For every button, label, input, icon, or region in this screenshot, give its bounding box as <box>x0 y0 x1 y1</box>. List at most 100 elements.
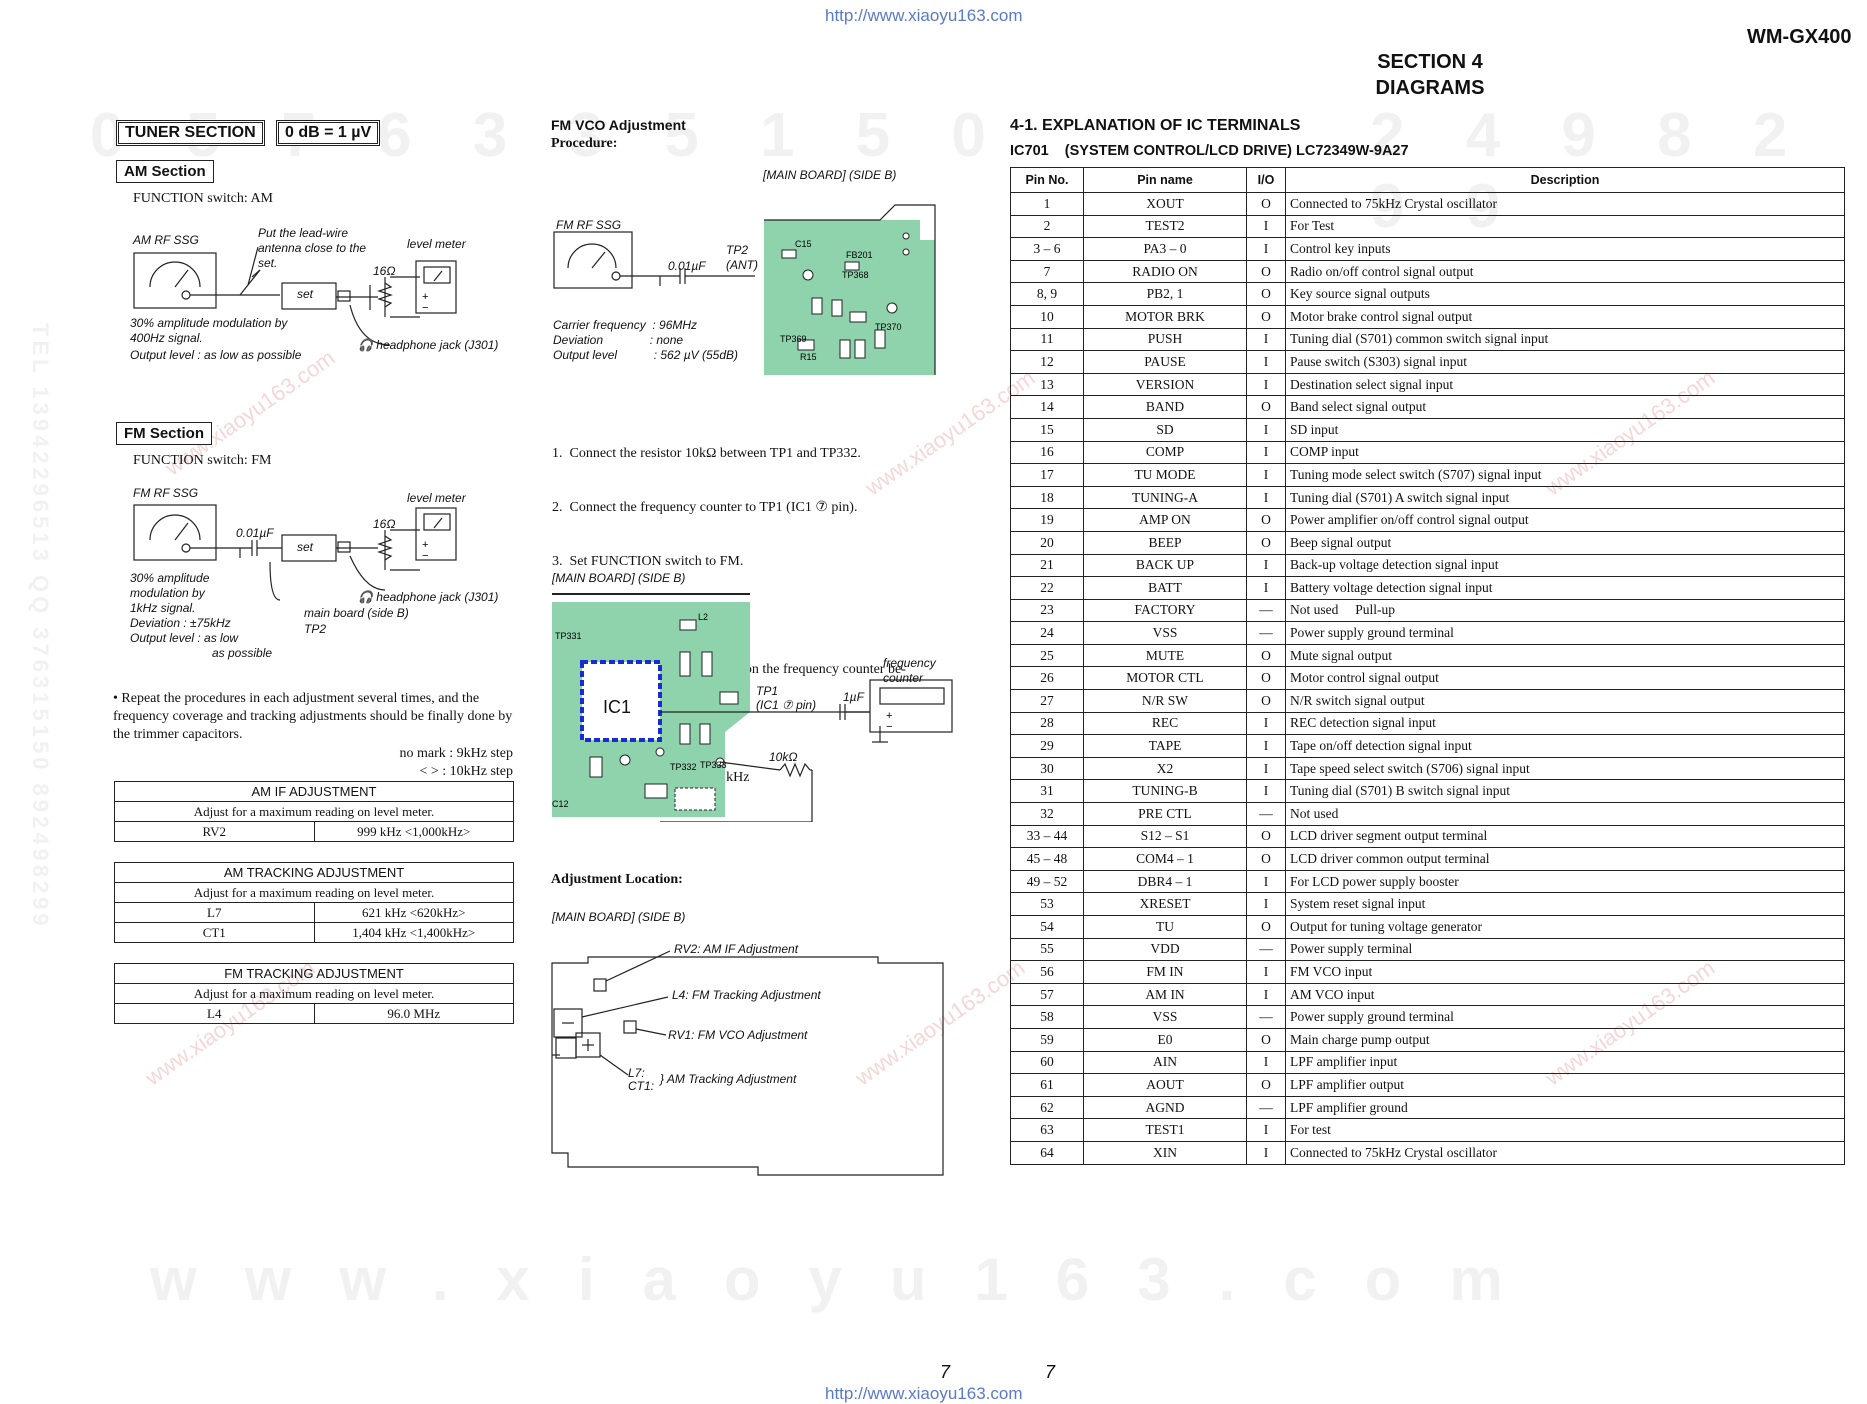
cap-1u-label: 1µF <box>843 690 864 704</box>
vco-ssg-label: FM RF SSG <box>556 218 622 232</box>
table-cell: L7 <box>114 902 315 923</box>
io-cell: I <box>1246 417 1286 442</box>
table-cell: 96.0 MHz <box>313 1003 514 1024</box>
io-cell: I <box>1246 485 1286 510</box>
pin-name-cell: RADIO ON <box>1083 259 1247 284</box>
pin-no-cell: 17 <box>1010 463 1084 487</box>
description-cell: Pause switch (S303) signal input <box>1285 350 1845 374</box>
pin-name-cell: PAUSE <box>1083 350 1247 374</box>
am-output-note: Output level : as low as possible <box>130 348 302 362</box>
pin-no-cell: 1 <box>1010 192 1084 216</box>
loc-rv1-label: RV1: FM VCO Adjustment <box>668 1028 808 1042</box>
pin-no-cell: 53 <box>1010 892 1084 916</box>
description-cell: Tape on/off detection signal input <box>1285 734 1845 758</box>
description-cell: Mute signal output <box>1285 643 1845 668</box>
io-cell: — <box>1246 598 1286 623</box>
description-cell: Tuning mode select switch (S707) signal … <box>1285 463 1845 487</box>
col-pin-no: Pin No. <box>1010 167 1084 193</box>
io-cell: I <box>1246 372 1286 397</box>
res-10k-label: 10kΩ <box>769 750 798 764</box>
io-cell: I <box>1246 463 1286 487</box>
table-title: AM TRACKING ADJUSTMENT <box>114 862 514 883</box>
pin-no-cell: 16 <box>1010 440 1084 465</box>
io-cell: — <box>1246 621 1286 645</box>
description-cell: LCD driver segment output terminal <box>1285 824 1845 849</box>
step-note-10khz: < > : 10kHz step <box>419 764 513 779</box>
pin-name-cell: TEST2 <box>1083 214 1247 239</box>
description-cell: Connected to 75kHz Crystal oscillator <box>1285 192 1845 216</box>
pin-name-cell: MOTOR BRK <box>1083 304 1247 329</box>
fm-signal-line: Output level : as low <box>130 631 239 645</box>
description-cell: Motor brake control signal output <box>1285 304 1845 329</box>
pin-name-cell: TEST1 <box>1083 1118 1247 1142</box>
vco-board-label-3: [MAIN BOARD] (SIDE B) <box>552 910 686 924</box>
io-cell: I <box>1246 960 1286 984</box>
table-cell: RV2 <box>114 821 315 842</box>
pin-no-cell: 59 <box>1010 1027 1084 1052</box>
vco-step: 2. Connect the frequency counter to TP1 … <box>552 500 858 515</box>
fm-signal-line: 30% amplitude <box>130 571 210 585</box>
pin-no-cell: 31 <box>1010 779 1084 804</box>
io-cell: I <box>1246 779 1286 804</box>
io-cell: O <box>1246 1073 1286 1097</box>
am-jack-label: 🎧 headphone jack (J301) <box>358 338 499 352</box>
fm-signal-line: 1kHz signal. <box>130 601 196 615</box>
table-cell: L4 <box>114 1003 315 1024</box>
pin-no-cell: 20 <box>1010 530 1084 555</box>
pin-name-cell: TU MODE <box>1083 463 1247 487</box>
fm-signal-note: 30% amplitude modulation by 1kHz signal.… <box>130 571 272 661</box>
io-cell: I <box>1246 892 1286 916</box>
model-number: WM-GX400 <box>1747 26 1852 48</box>
url-bottom-link[interactable]: http://www.xiaoyu163.com <box>825 1384 1023 1403</box>
description-cell: Band select signal output <box>1285 395 1845 419</box>
description-cell: FM VCO input <box>1285 960 1845 984</box>
pin-no-cell: 64 <box>1010 1140 1084 1165</box>
table-note: Adjust for a maximum reading on level me… <box>114 882 514 903</box>
io-cell: O <box>1246 282 1286 306</box>
io-cell: O <box>1246 395 1286 419</box>
am-function-switch: FUNCTION switch: AM <box>133 191 274 206</box>
fm-tracking-adjustment-table: FM TRACKING ADJUSTMENT Adjust for a maxi… <box>114 963 514 1024</box>
section-title: SECTION 4 <box>1377 51 1483 73</box>
svg-text:TP332: TP332 <box>670 762 697 772</box>
pin-no-cell: 10 <box>1010 304 1084 329</box>
pin-name-cell: FM IN <box>1083 960 1247 984</box>
pin-name-cell: SD <box>1083 417 1247 442</box>
description-cell: LPF amplifier input <box>1285 1050 1845 1075</box>
pin-no-cell: 55 <box>1010 937 1084 962</box>
fm-connection-diagram: + − <box>133 504 457 601</box>
pin-name-cell: COM4 – 1 <box>1083 847 1247 871</box>
fm-tp-label: TP2 <box>304 622 327 636</box>
io-cell: O <box>1246 847 1286 871</box>
pin-no-cell: 60 <box>1010 1050 1084 1075</box>
vco-step: 3. Set FUNCTION switch to FM. <box>552 554 744 569</box>
url-top-link[interactable]: http://www.xiaoyu163.com <box>825 6 1023 25</box>
pin-no-cell: 54 <box>1010 915 1084 939</box>
ic-heading: 4-1. EXPLANATION OF IC TERMINALS <box>1010 117 1301 134</box>
svg-text:−: − <box>422 302 428 314</box>
am-level-meter-label: level meter <box>407 237 466 251</box>
pin-no-cell: 57 <box>1010 982 1084 1007</box>
vco-board-label-2: [MAIN BOARD] (SIDE B) <box>552 571 686 585</box>
pin-name-cell: TAPE <box>1083 734 1247 758</box>
description-cell: Beep signal output <box>1285 530 1845 555</box>
pin-name-cell: TUNING-A <box>1083 485 1247 510</box>
fm-signal-line: Deviation : ±75kHz <box>130 616 231 630</box>
loc-am-tracking-label: } AM Tracking Adjustment <box>660 1072 797 1086</box>
am-set-label: set <box>297 287 314 301</box>
pin-no-cell: 56 <box>1010 960 1084 984</box>
vco-cap-label: 0.01µF <box>668 259 706 273</box>
io-cell: I <box>1246 214 1286 239</box>
io-cell: O <box>1246 508 1286 532</box>
am-connection-diagram: + − <box>133 246 457 346</box>
